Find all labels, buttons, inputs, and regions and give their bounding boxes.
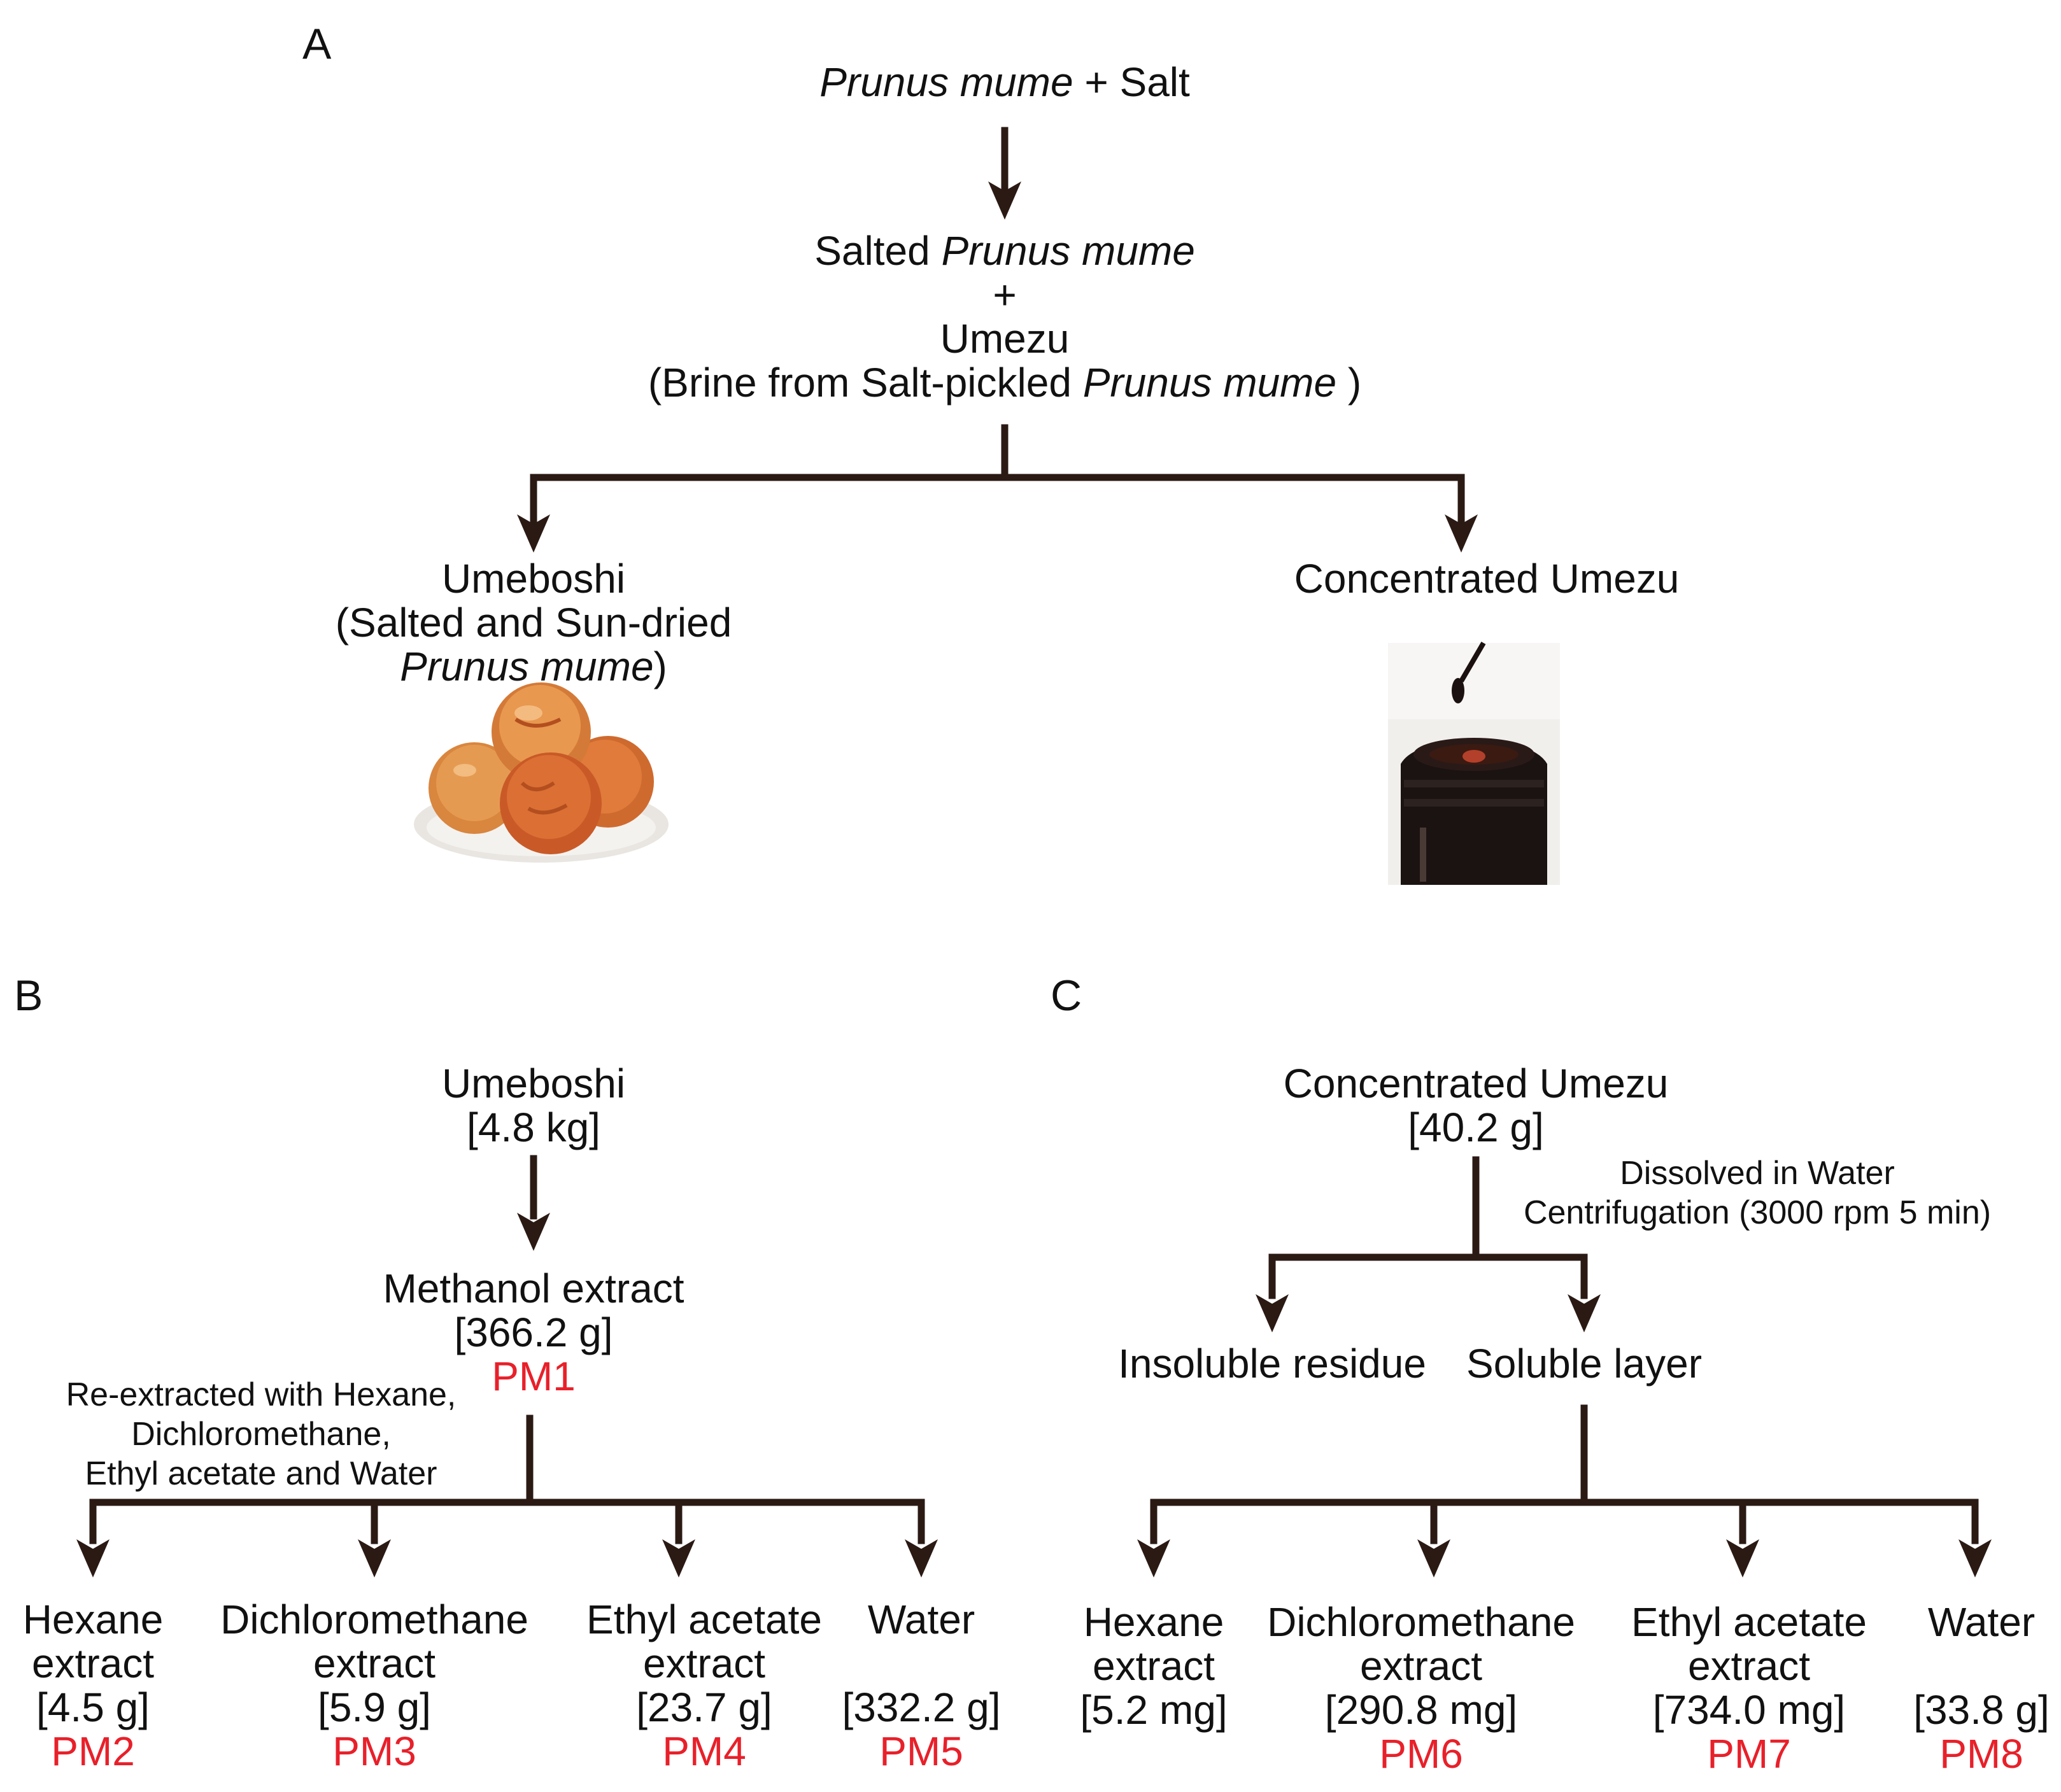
fraction-name: Dichloromethane [1267, 1599, 1575, 1645]
fraction-name: extract [313, 1640, 436, 1686]
fraction-pm6: Dichloromethane extract [290.8 mg] PM6 [1249, 1600, 1593, 1776]
fraction-name: extract [1359, 1643, 1483, 1689]
brine-species: Prunus mume [1082, 360, 1337, 406]
species-name: Prunus mume [819, 59, 1073, 105]
salted-species: Prunus mume [941, 228, 1195, 274]
methanol-label: Methanol extract [383, 1266, 684, 1311]
pickled-plums-photo [414, 682, 669, 863]
umeboshi-label: Umeboshi [441, 1061, 626, 1106]
fraction-name: Ethyl acetate [1631, 1599, 1867, 1645]
fraction-name: extract [642, 1640, 766, 1686]
arrowhead [517, 1213, 550, 1251]
fraction-name: extract [31, 1640, 155, 1686]
salted-mixture: Salted Prunus mume + Umezu (Brine from S… [623, 229, 1387, 405]
fraction-code: PM5 [879, 1728, 963, 1774]
arrowhead [358, 1539, 391, 1577]
insoluble-label: Insoluble residue [1118, 1341, 1426, 1386]
umeboshi-start: Umeboshi [4.8 kg] [343, 1062, 725, 1150]
fraction-code: PM6 [1379, 1731, 1463, 1777]
fraction-code: PM4 [662, 1728, 746, 1774]
arrowhead [988, 181, 1021, 220]
centrifugation-note: Dissolved in Water Centrifugation (3000 … [1484, 1154, 2031, 1232]
fraction-name [1886, 1644, 2061, 1688]
umezu-start: Concentrated Umezu [40.2 g] [1221, 1062, 1731, 1150]
fraction-name: Water [867, 1597, 975, 1642]
salted-prefix: Salted [814, 228, 942, 274]
fraction-amount: [5.2 mg] [1080, 1687, 1228, 1733]
fraction-pm2: Hexane extract [4.5 g] PM2 [4, 1598, 182, 1774]
soluble-layer: Soluble layer [1425, 1342, 1743, 1386]
panel-label-c: C [1051, 971, 1082, 1020]
insoluble-residue: Insoluble residue [1081, 1342, 1463, 1386]
arrowhead [1256, 1294, 1289, 1332]
umeboshi-desc: (Salted and Sun-dried [335, 600, 732, 646]
concentrated-umezu-product: Concentrated Umezu [1232, 557, 1741, 601]
fraction-code: PM2 [51, 1728, 135, 1774]
arrowhead [905, 1539, 938, 1577]
note-line: Centrifugation (3000 rpm 5 min) [1523, 1194, 1992, 1231]
fraction-name: extract [1687, 1643, 1811, 1689]
umeboshi-product: Umeboshi (Salted and Sun-dried Prunus mu… [279, 557, 788, 689]
note-line: Ethyl acetate and Water [85, 1455, 437, 1492]
fraction-name: Ethyl acetate [586, 1597, 822, 1642]
fraction-name: Water [1927, 1599, 2036, 1645]
umezu-label: Umezu [940, 316, 1070, 362]
fraction-amount: [290.8 mg] [1324, 1687, 1518, 1733]
umeboshi-amount: [4.8 kg] [467, 1104, 600, 1150]
start-material: Prunus mume + Salt [686, 60, 1323, 104]
fraction-pm3: Dichloromethane extract [5.9 g] PM3 [202, 1598, 546, 1774]
arrowhead [1137, 1539, 1170, 1577]
fraction-name: Hexane [1083, 1599, 1224, 1645]
fraction-amount: [23.7 g] [636, 1684, 772, 1730]
fraction-amount: [5.9 g] [318, 1684, 431, 1730]
dark-liquid-bottle-photo [1388, 641, 1560, 885]
methanol-extract: Methanol extract [366.2 g] PM1 [311, 1267, 756, 1399]
methanol-code: PM1 [492, 1353, 576, 1399]
fraction-name: extract [1092, 1643, 1215, 1689]
note-line: Re-extracted with Hexane, [66, 1376, 457, 1413]
umezu-amount: [40.2 g] [1408, 1104, 1544, 1150]
arrowhead [1726, 1539, 1759, 1577]
fraction-c-hexane: Hexane extract [5.2 mg] [1065, 1600, 1243, 1732]
fraction-amount: [734.0 mg] [1652, 1687, 1846, 1733]
fraction-name: Dichloromethane [220, 1597, 528, 1642]
reextraction-note: Re-extracted with Hexane, Dichloromethan… [25, 1375, 497, 1493]
arrowhead [1958, 1539, 1992, 1577]
fraction-amount: [4.5 g] [36, 1684, 150, 1730]
arrowhead [662, 1539, 695, 1577]
arrowhead [1445, 514, 1478, 553]
umeboshi-title: Umeboshi [441, 556, 626, 602]
fraction-pm8: Water [33.8 g] PM8 [1886, 1600, 2061, 1776]
arrowhead [517, 514, 550, 553]
panel-label-b: B [14, 971, 43, 1020]
arrowhead [76, 1539, 110, 1577]
fraction-name [819, 1642, 1023, 1686]
brine-suffix: ) [1336, 360, 1362, 406]
fraction-name: Hexane [22, 1597, 164, 1642]
arrowhead [1568, 1294, 1601, 1332]
fraction-pm5: Water [332.2 g] PM5 [819, 1598, 1023, 1774]
fraction-amount: [332.2 g] [842, 1684, 1001, 1730]
fraction-code: PM3 [332, 1728, 416, 1774]
fraction-code: PM8 [1939, 1731, 2023, 1777]
arrowhead [1417, 1539, 1450, 1577]
umeboshi-species: Prunus mume [400, 644, 654, 689]
concentrated-umezu-title: Concentrated Umezu [1294, 556, 1680, 602]
note-line: Dichloromethane, [131, 1416, 391, 1453]
umezu-label: Concentrated Umezu [1283, 1061, 1669, 1106]
fraction-pm7: Ethyl acetate extract [734.0 mg] PM7 [1609, 1600, 1889, 1776]
plus-sign: + [993, 272, 1017, 318]
umeboshi-paren: ) [653, 644, 667, 689]
soluble-label: Soluble layer [1466, 1341, 1702, 1386]
fraction-pm4: Ethyl acetate extract [23.7 g] PM4 [564, 1598, 844, 1774]
fraction-code: PM7 [1707, 1731, 1791, 1777]
note-line: Dissolved in Water [1620, 1155, 1895, 1192]
panel-label-a: A [302, 20, 332, 68]
brine-prefix: (Brine from Salt-pickled [648, 360, 1083, 406]
methanol-amount: [366.2 g] [454, 1309, 613, 1355]
plus-salt: + Salt [1073, 59, 1190, 105]
fraction-amount: [33.8 g] [1913, 1687, 2050, 1733]
